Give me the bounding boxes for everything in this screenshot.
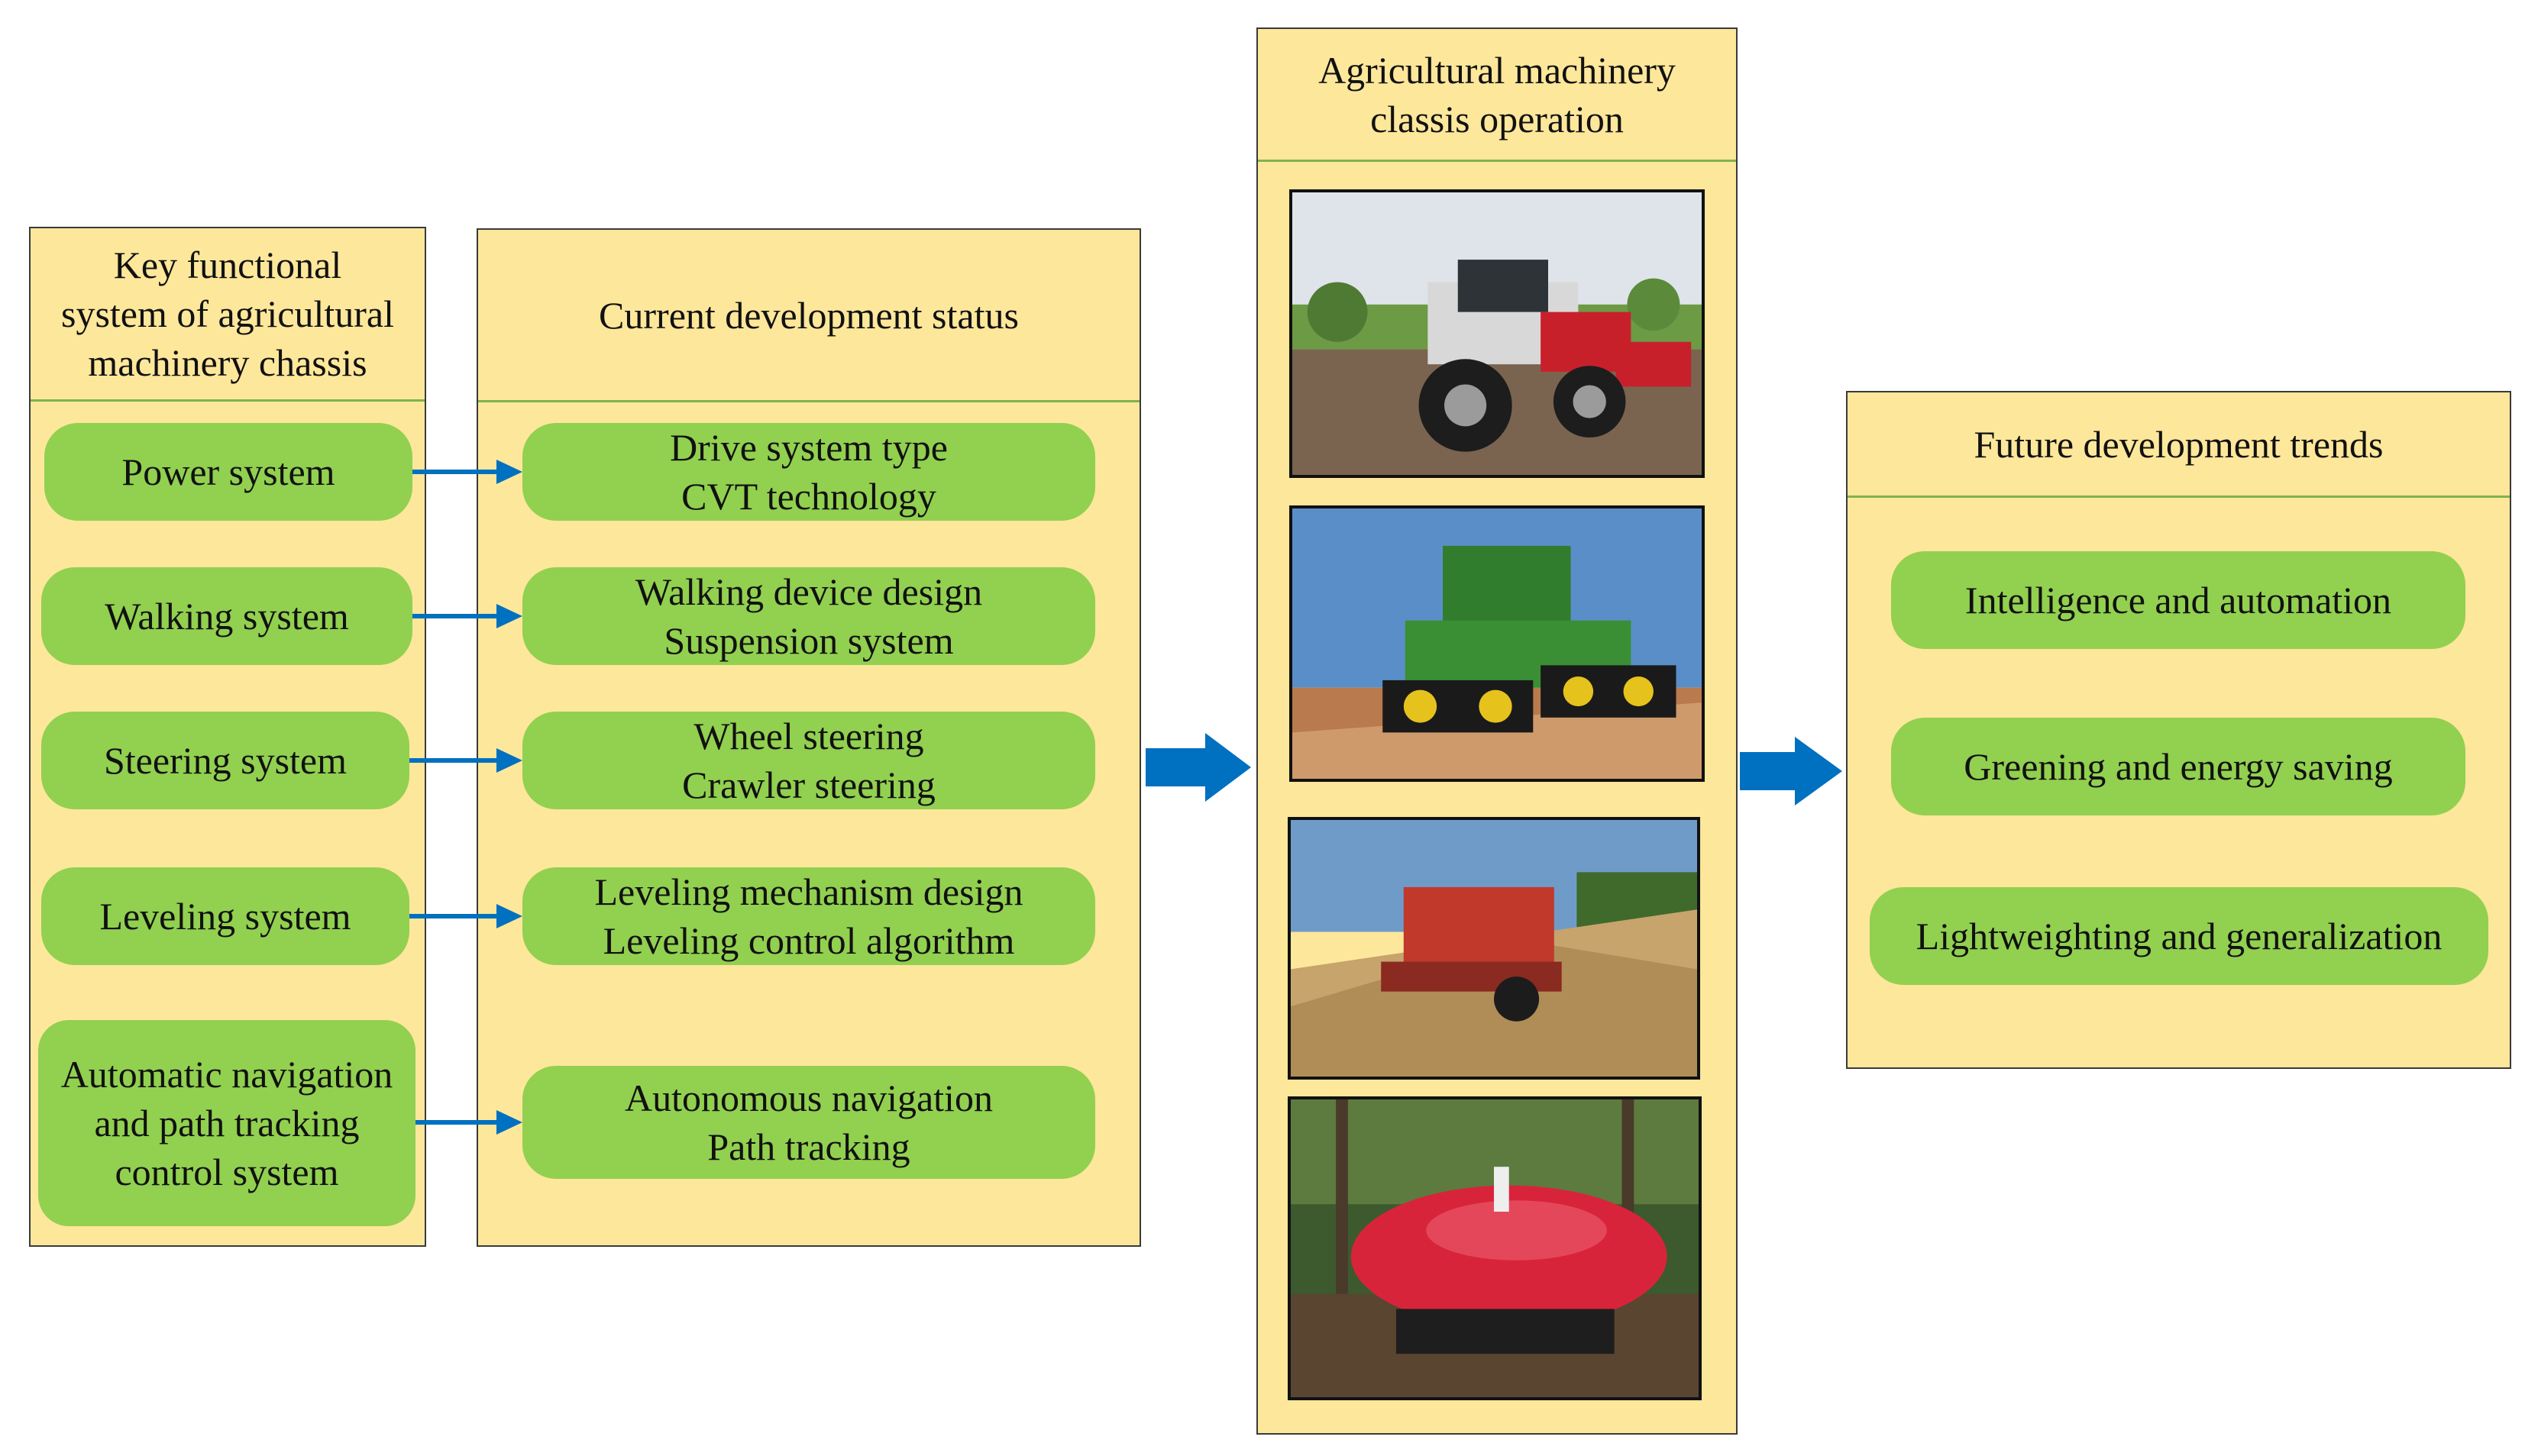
operation-heading: Agricultural machinery classis operation [1258, 29, 1736, 162]
power-system-node: Power system [44, 423, 412, 521]
navigation-system-node: Automatic navigation and path tracking c… [38, 1020, 415, 1226]
tractor-photo [1289, 189, 1705, 478]
crawler-tractor-photo [1289, 505, 1705, 782]
trends-heading: Future development trends [1848, 392, 2510, 498]
lightweighting-node: Lightweighting and generalization [1870, 887, 2488, 985]
wheel-steering-node: Wheel steering Crawler steering [522, 712, 1095, 809]
operation-to-trends-arrow [1740, 737, 1842, 805]
key-systems-heading: Key functional system of agricultural ma… [31, 228, 425, 402]
greening-node: Greening and energy saving [1891, 718, 2465, 815]
status-to-operation-arrow [1146, 733, 1251, 802]
leveling-system-node: Leveling system [41, 867, 409, 965]
drive-system-node: Drive system type CVT technology [522, 423, 1095, 521]
steering-system-node: Steering system [41, 712, 409, 809]
orchard-robot-photo [1288, 1096, 1702, 1400]
leveling-mechanism-node: Leveling mechanism design Leveling contr… [522, 867, 1095, 965]
walking-device-node: Walking device design Suspension system [522, 567, 1095, 665]
status-heading: Current development status [478, 230, 1140, 402]
walking-system-node: Walking system [41, 567, 412, 665]
intelligence-node: Intelligence and automation [1891, 551, 2465, 649]
autonomous-navigation-node: Autonomous navigation Path tracking [522, 1066, 1095, 1179]
combine-harvester-photo [1288, 817, 1700, 1080]
